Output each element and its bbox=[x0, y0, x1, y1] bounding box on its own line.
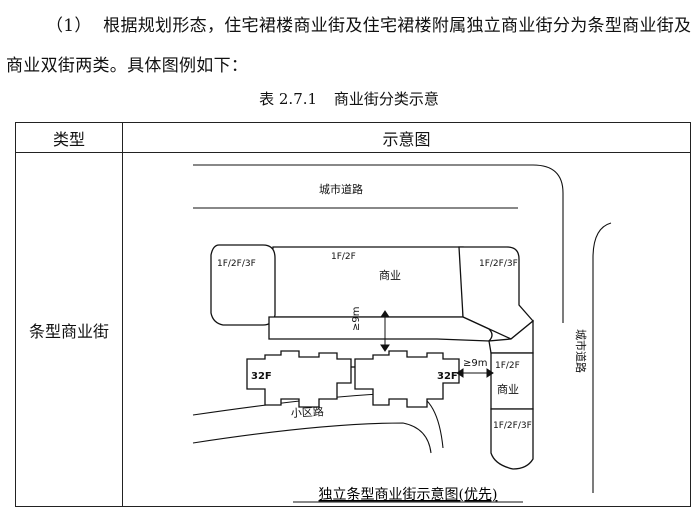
label-right-middle-use: 商业 bbox=[497, 382, 519, 396]
label-road-bottom: 小区路 bbox=[290, 405, 324, 420]
label-road-top: 城市道路 bbox=[319, 182, 363, 196]
building-right-middle bbox=[490, 352, 534, 410]
setback-horizontal-arrow-left bbox=[456, 368, 464, 378]
type-cell: 条型商业街 bbox=[15, 152, 123, 507]
table-caption: 表 2.7.1 商业街分类示意 bbox=[0, 88, 698, 109]
table-title: 商业街分类示意 bbox=[333, 90, 439, 108]
diagram-caption: 独立条型商业街示意图(优先) bbox=[319, 486, 498, 503]
table-row: 条型商业街 bbox=[15, 152, 691, 507]
label-top-middle-use: 商业 bbox=[379, 268, 401, 282]
label-right-bottom: 1F/2F/3F bbox=[493, 421, 532, 431]
road-right-edge bbox=[592, 222, 612, 493]
label-road-right: 城市道路 bbox=[574, 329, 588, 373]
label-tower-left: 32F bbox=[251, 371, 272, 382]
strip-link bbox=[268, 316, 493, 342]
label-right-middle: 1F/2F bbox=[495, 361, 520, 371]
label-right-corner: 1F/2F/3F bbox=[479, 259, 518, 269]
header-type: 类型 bbox=[15, 122, 123, 153]
residential-tower-left bbox=[246, 350, 352, 408]
site-plan-diagram: 城市道路 城市道路 小区路 1F/2F/3F 1F/2F 商业 1F/2F/3F… bbox=[192, 164, 612, 503]
road-top-outer-edge bbox=[193, 164, 564, 323]
header-diagram: 示意图 bbox=[122, 122, 691, 153]
label-setback-horizontal: ≥9m bbox=[463, 358, 487, 369]
building-top-middle bbox=[268, 246, 464, 318]
table-number: 表 2.7.1 bbox=[259, 90, 318, 108]
classification-table: 类型 示意图 条型商业街 bbox=[15, 122, 691, 507]
setback-horizontal-arrow-right bbox=[486, 368, 494, 378]
table-header-row: 类型 示意图 bbox=[15, 122, 691, 153]
label-top-middle: 1F/2F bbox=[331, 252, 356, 262]
residential-tower-right bbox=[354, 350, 460, 408]
setback-vertical-arrow-bottom bbox=[380, 344, 390, 352]
building-right-bottom bbox=[490, 408, 534, 470]
label-left-corner: 1F/2F/3F bbox=[217, 259, 256, 269]
paragraph-marker: （1） bbox=[46, 16, 92, 36]
label-tower-right: 32F bbox=[437, 371, 458, 382]
building-left-corner bbox=[210, 244, 276, 326]
road-bottom-lower-edge bbox=[192, 422, 432, 454]
intro-paragraph: （1） 根据规划形态，住宅裙楼商业街及住宅裙楼附属独立商业街分为条型商业街及商业… bbox=[6, 6, 694, 86]
diagram-cell: 城市道路 城市道路 小区路 1F/2F/3F 1F/2F 商业 1F/2F/3F… bbox=[122, 152, 691, 507]
setback-vertical-arrow-top bbox=[380, 310, 390, 318]
label-setback-vertical: ≥9m bbox=[351, 307, 362, 331]
paragraph-text: 根据规划形态，住宅裙楼商业街及住宅裙楼附属独立商业街分为条型商业街及商业双街两类… bbox=[6, 16, 692, 76]
